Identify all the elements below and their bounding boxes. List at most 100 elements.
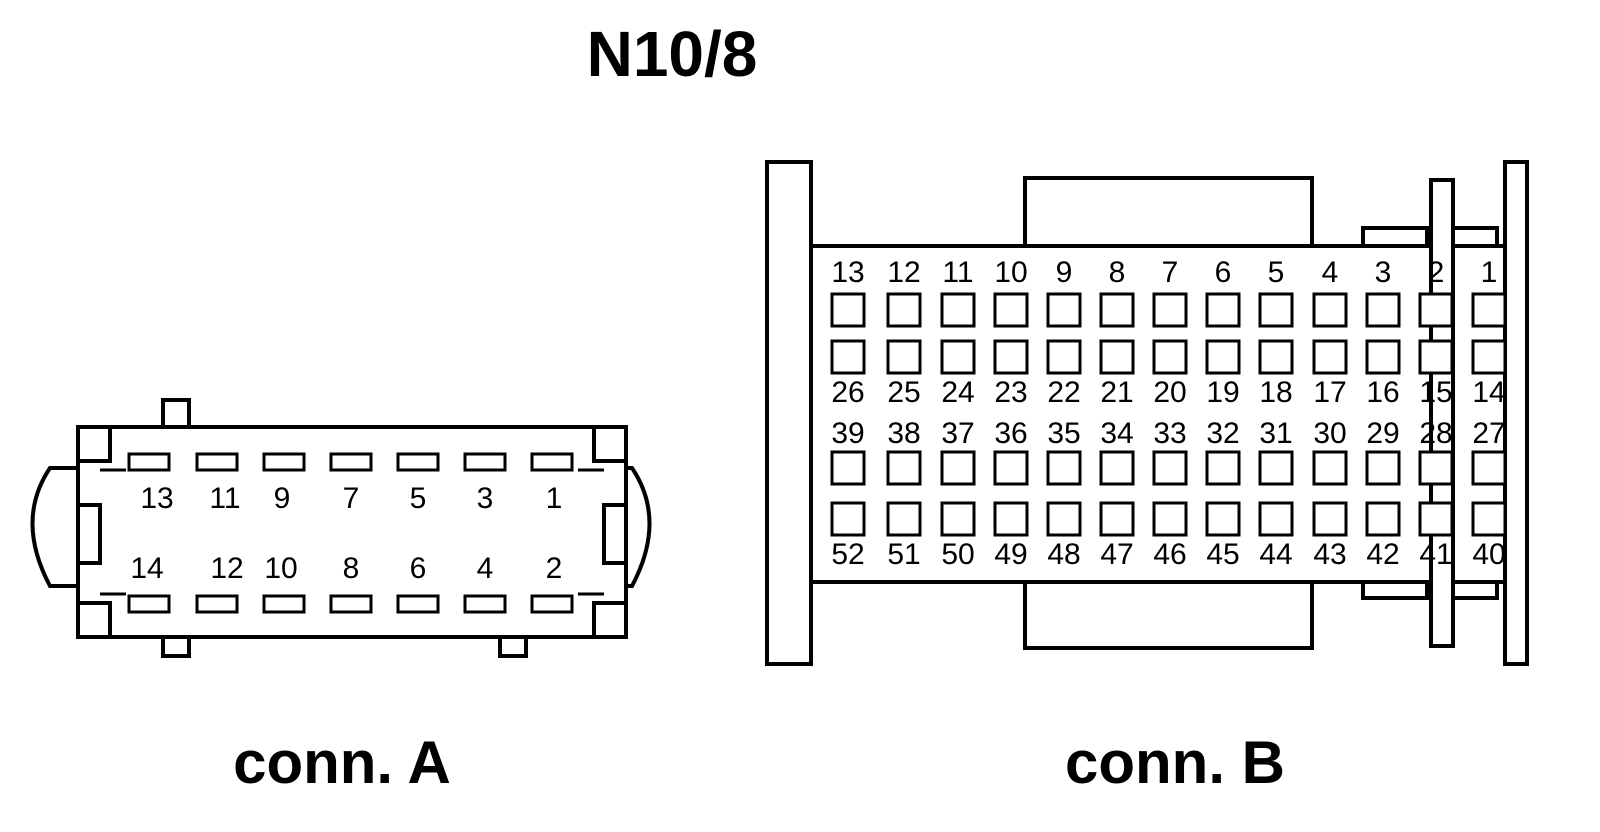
diagram-title: N10/8 bbox=[587, 18, 758, 90]
connector-b-pin-slot bbox=[993, 501, 1029, 537]
pin-number: 45 bbox=[1206, 538, 1239, 571]
pin-number: 20 bbox=[1153, 376, 1186, 409]
connector-b-pin-slot bbox=[1471, 450, 1507, 486]
pin-number: 39 bbox=[831, 417, 864, 450]
connector-a-pin-slot bbox=[262, 452, 306, 472]
connector-b-pin-slot bbox=[1258, 292, 1294, 328]
connector-b-pin-slot bbox=[1099, 501, 1135, 537]
connector-b-pin-slot bbox=[1258, 450, 1294, 486]
pin-number: 4 bbox=[477, 552, 494, 585]
connector-b-pin-slot bbox=[1471, 339, 1507, 375]
connector-b-pin-slot bbox=[886, 450, 922, 486]
pin-number: 49 bbox=[994, 538, 1027, 571]
connector-b-pin-slot bbox=[1099, 292, 1135, 328]
pin-number: 36 bbox=[994, 417, 1027, 450]
pin-number: 25 bbox=[887, 376, 920, 409]
pin-number: 12 bbox=[887, 256, 920, 289]
connector-b-pin-slot bbox=[1418, 450, 1454, 486]
pin-number: 6 bbox=[410, 552, 427, 585]
connector-b-pin-slot bbox=[1046, 339, 1082, 375]
connector-b-housing bbox=[765, 244, 1529, 584]
connector-a-label: conn. A bbox=[233, 729, 451, 796]
pin-number: 2 bbox=[1428, 256, 1445, 289]
pin-number: 32 bbox=[1206, 417, 1239, 450]
connector-a-pin-slot bbox=[396, 452, 440, 472]
connector-a-pin-slot bbox=[329, 452, 373, 472]
pin-number: 47 bbox=[1100, 538, 1133, 571]
pin-number: 40 bbox=[1472, 538, 1505, 571]
pin-number: 9 bbox=[274, 482, 291, 515]
connector-a: 13 11 9 7 5 3 1 14 12 10 8 6 4 2 conn. A bbox=[30, 398, 652, 796]
connector-b-pin-slot bbox=[1099, 339, 1135, 375]
pin-number: 41 bbox=[1419, 538, 1452, 571]
pin-number: 37 bbox=[941, 417, 974, 450]
pin-number: 10 bbox=[994, 256, 1027, 289]
connector-b-pin-slot bbox=[886, 339, 922, 375]
connector-b-pin-slot bbox=[1312, 339, 1348, 375]
pin-number: 27 bbox=[1472, 417, 1505, 450]
pin-number: 50 bbox=[941, 538, 974, 571]
pin-number: 10 bbox=[264, 552, 297, 585]
pin-number: 46 bbox=[1153, 538, 1186, 571]
connector-b-pin-slot bbox=[830, 339, 866, 375]
pin-number: 1 bbox=[1481, 256, 1498, 289]
connector-b-pin-slot bbox=[1312, 450, 1348, 486]
connector-a-pin-slot bbox=[463, 452, 507, 472]
connector-b-pin-slot bbox=[1205, 339, 1241, 375]
connector-b-pin-slot bbox=[1152, 339, 1188, 375]
connector-b-pin-slot bbox=[1205, 450, 1241, 486]
pin-number: 28 bbox=[1419, 417, 1452, 450]
pin-number: 6 bbox=[1215, 256, 1232, 289]
pin-number: 4 bbox=[1322, 256, 1339, 289]
connector-a-pin-slot bbox=[127, 594, 171, 614]
connector-a-corner bbox=[592, 425, 628, 463]
pin-number: 11 bbox=[209, 482, 240, 515]
connector-b-pin-slot bbox=[1418, 339, 1454, 375]
pin-number: 7 bbox=[1162, 256, 1179, 289]
pin-number: 26 bbox=[831, 376, 864, 409]
pin-number: 15 bbox=[1419, 376, 1452, 409]
connector-b-left-post bbox=[765, 160, 813, 666]
pin-number: 9 bbox=[1056, 256, 1073, 289]
connector-b-pin-slot bbox=[1418, 501, 1454, 537]
connector-a-corner bbox=[76, 425, 112, 463]
connector-a-pin-slot bbox=[530, 594, 574, 614]
connector-b-pin-slot bbox=[1099, 450, 1135, 486]
pin-number: 51 bbox=[887, 538, 920, 571]
pin-number: 8 bbox=[343, 552, 360, 585]
connector-b-pin-slot bbox=[886, 292, 922, 328]
pin-number: 5 bbox=[410, 482, 427, 515]
connector-b-top-tab bbox=[1023, 176, 1314, 250]
pin-number: 23 bbox=[994, 376, 1027, 409]
pin-number: 29 bbox=[1366, 417, 1399, 450]
connector-a-pin-slot bbox=[127, 452, 171, 472]
connector-a-pin-slot bbox=[195, 452, 239, 472]
connector-b-pin-slot bbox=[1152, 450, 1188, 486]
pin-number: 16 bbox=[1366, 376, 1399, 409]
pin-number: 17 bbox=[1313, 376, 1346, 409]
connector-b-pin-slot bbox=[1205, 501, 1241, 537]
connector-b-pin-slot bbox=[830, 450, 866, 486]
pin-number: 5 bbox=[1268, 256, 1285, 289]
pin-number: 12 bbox=[210, 552, 243, 585]
connector-a-pin-slot bbox=[195, 594, 239, 614]
pin-number: 7 bbox=[343, 482, 360, 515]
connector-b-pin-slot bbox=[940, 292, 976, 328]
pin-number: 3 bbox=[477, 482, 494, 515]
connector-a-pin-slot bbox=[463, 594, 507, 614]
connector-b-pin-slot bbox=[830, 501, 866, 537]
connector-a-pin-slot bbox=[262, 594, 306, 614]
connector-a-corner bbox=[76, 601, 112, 639]
connector-b-pin-slot bbox=[1418, 292, 1454, 328]
connector-b-pin-slot bbox=[1046, 501, 1082, 537]
pin-number: 48 bbox=[1047, 538, 1080, 571]
pin-number: 21 bbox=[1100, 376, 1133, 409]
connector-b-pin-slot bbox=[1152, 292, 1188, 328]
pin-number: 3 bbox=[1375, 256, 1392, 289]
connector-b-pin-slot bbox=[1152, 501, 1188, 537]
pin-number: 38 bbox=[887, 417, 920, 450]
pin-number: 34 bbox=[1100, 417, 1133, 450]
pin-number: 18 bbox=[1259, 376, 1292, 409]
